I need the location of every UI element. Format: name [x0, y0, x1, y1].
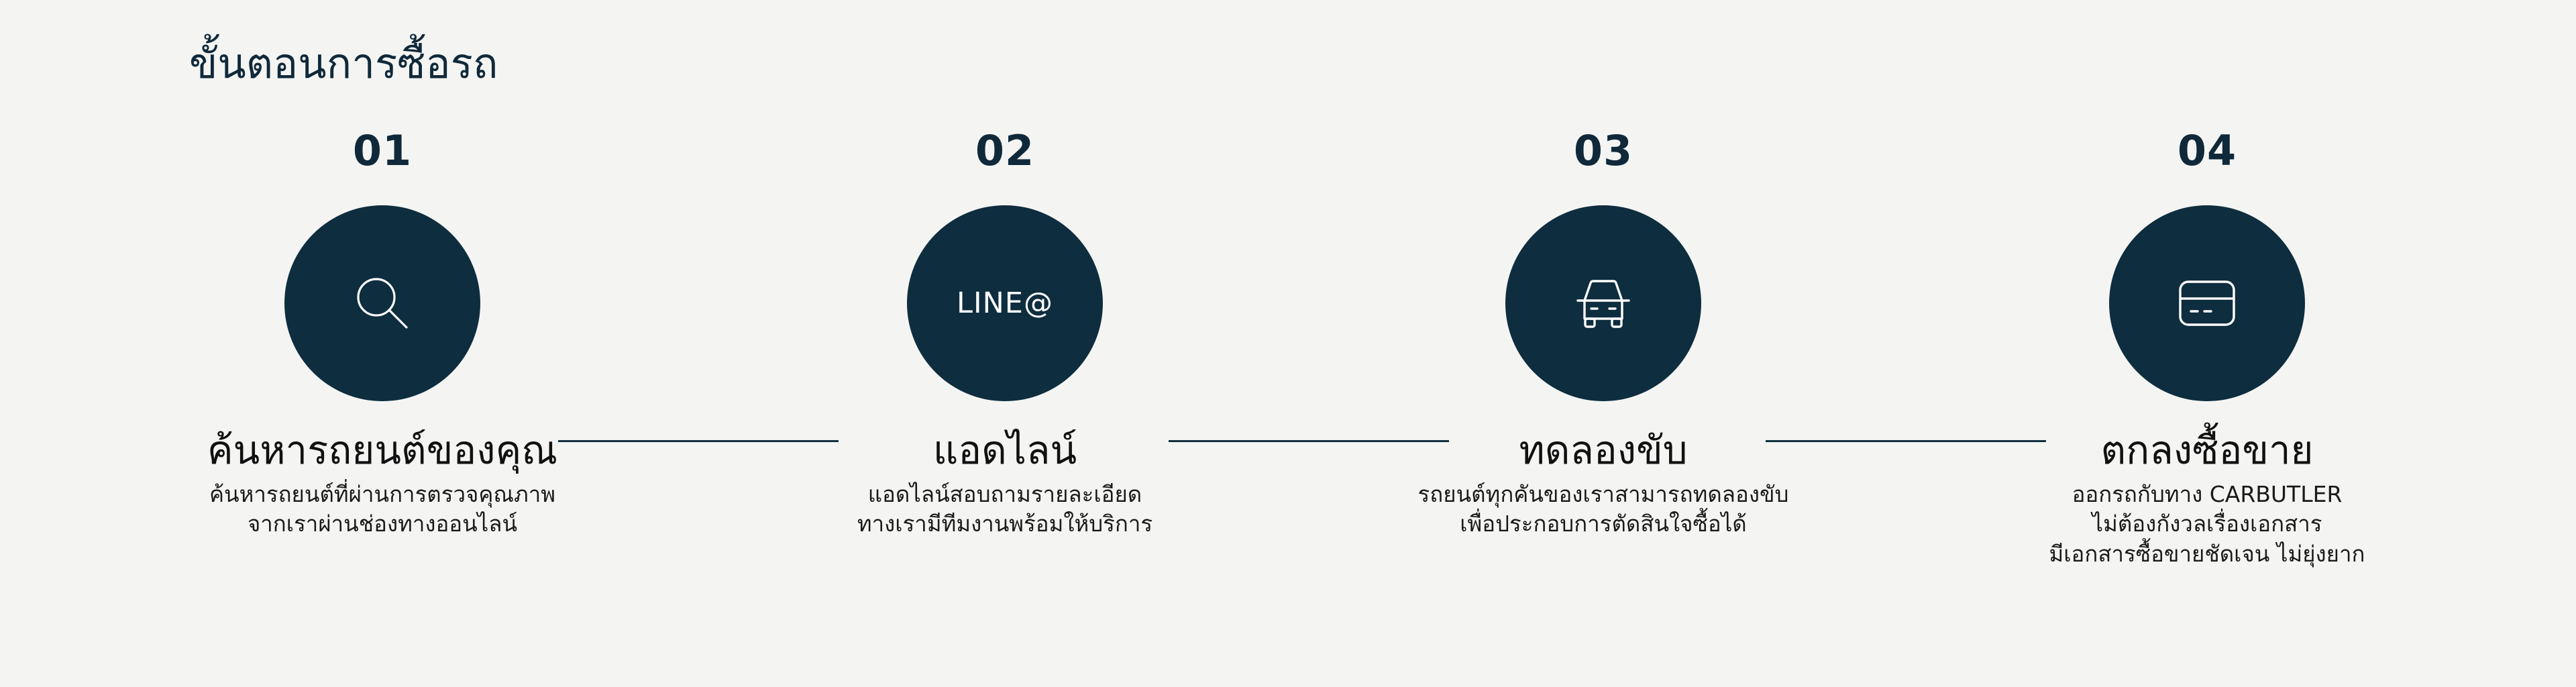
- step-number-4: 04: [2177, 126, 2237, 175]
- step-number-3: 03: [1573, 126, 1633, 175]
- page-title: ขั้นตอนการซื้อรถ: [189, 39, 498, 88]
- step-number-2: 02: [975, 126, 1035, 175]
- connector-line-2-3: [1169, 440, 1449, 442]
- step-icon-circle-2[interactable]: LINE@: [907, 205, 1103, 401]
- step-desc-4: ออกรถกับทาง CARBUTLER ไม่ต้องกังวลเรื่อง…: [2049, 480, 2365, 570]
- connector-line-3-4: [1766, 440, 2046, 442]
- step-desc-line: มีเอกสารซื้อขายชัดเจน ไม่ยุ่งยาก: [2049, 540, 2365, 567]
- step-item-3[interactable]: 03 ทดลองขับ รถยนต์ทุกคันของเราสามารถทดลอ…: [1301, 127, 1905, 539]
- step-item-1[interactable]: 01 ค้นหารถยนต์ของคุณ ค้นหารถยนต์ที่ผ่านก…: [80, 127, 684, 539]
- car-front-icon: [1568, 272, 1638, 335]
- step-title-1: ค้นหารถยนต์ของคุณ: [207, 427, 558, 473]
- step-title-4: ตกลงซื้อขาย: [2100, 427, 2314, 473]
- step-desc-line: เพื่อประกอบการตัดสินใจซื้อได้: [1460, 511, 1747, 537]
- step-icon-circle-3[interactable]: [1505, 205, 1701, 401]
- step-icon-circle-1[interactable]: [284, 205, 480, 401]
- steps-container: 01 ค้นหารถยนต์ของคุณ ค้นหารถยนต์ที่ผ่านก…: [0, 127, 2576, 651]
- step-title-2: แอดไลน์: [932, 427, 1077, 473]
- step-desc-line: ค้นหารถยนต์ที่ผ่านการตรวจคุณภาพ: [209, 480, 556, 507]
- step-icon-circle-4[interactable]: [2109, 205, 2305, 401]
- magnifier-icon: [349, 270, 416, 337]
- step-item-2[interactable]: 02 LINE@ แอดไลน์ แอดไลน์สอบถามรายละเอียด…: [703, 127, 1307, 539]
- step-number-1: 01: [352, 126, 413, 175]
- step-desc-line: ทางเรามีทีมงานพร้อมให้บริการ: [857, 511, 1153, 537]
- step-desc-2: แอดไลน์สอบถามรายละเอียด ทางเรามีทีมงานพร…: [857, 480, 1152, 539]
- step-desc-line: รถยนต์ทุกคันของเราสามารถทดลองขับ: [1417, 480, 1789, 507]
- step-desc-3: รถยนต์ทุกคันของเราสามารถทดลองขับ เพื่อปร…: [1418, 480, 1789, 539]
- step-desc-1: ค้นหารถยนต์ที่ผ่านการตรวจคุณภาพ จากเราผ่…: [209, 480, 555, 539]
- connector-line-1-2: [558, 440, 839, 442]
- step-item-4[interactable]: 04 ตกลงซื้อขาย ออกรถกับทาง CARBUTLER ไม่…: [1905, 127, 2509, 569]
- line-at-wordmark: LINE@: [957, 286, 1053, 320]
- step-desc-line: ไม่ต้องกังวลเรื่องเอกสาร: [2092, 511, 2322, 537]
- step-desc-line: ออกรถกับทาง CARBUTLER: [2072, 480, 2343, 507]
- credit-card-icon: [2175, 276, 2239, 330]
- step-desc-line: แอดไลน์สอบถามรายละเอียด: [867, 480, 1142, 507]
- step-desc-line: จากเราผ่านช่องทางออนไลน์: [247, 511, 518, 537]
- step-title-3: ทดลองขับ: [1519, 427, 1688, 473]
